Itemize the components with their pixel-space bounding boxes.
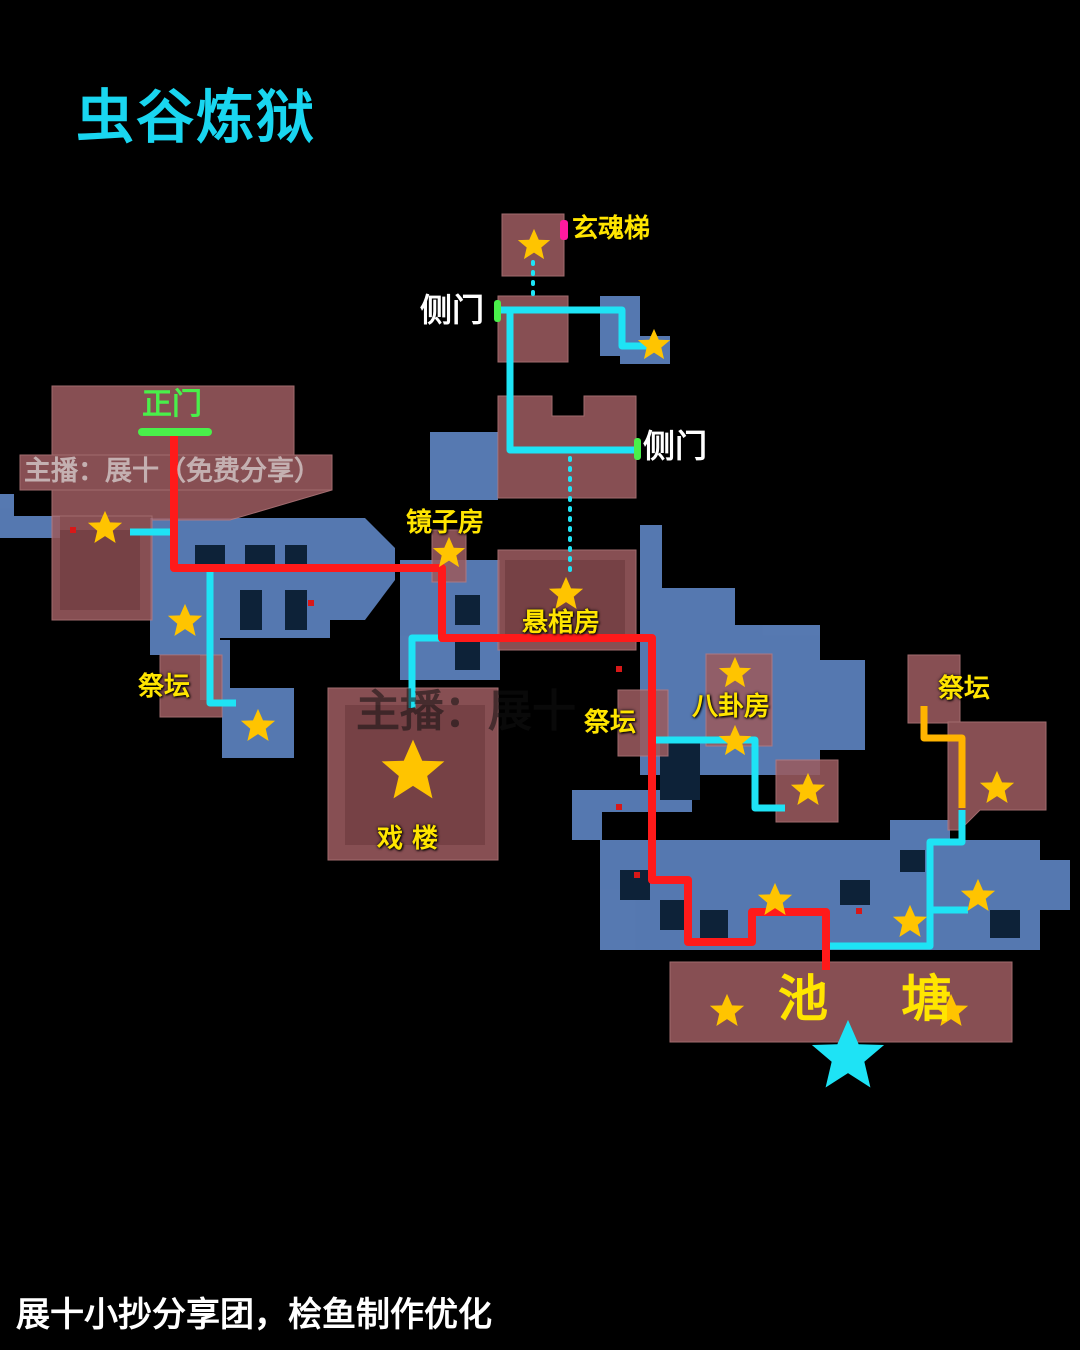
hazard-markers (70, 527, 862, 914)
room-inner (60, 530, 625, 845)
map-title: 虫谷炼狱 (76, 83, 317, 151)
label-pond: 池 塘 (778, 970, 980, 1028)
main-route (170, 432, 830, 970)
watermark: 主播：展十 (356, 686, 576, 737)
label-altar-right: 祭坛 (938, 674, 991, 704)
dotted-links (531, 260, 572, 577)
main-gate-marker (138, 428, 212, 436)
room-bagua-lower (775, 759, 839, 823)
footer-credit: 展十小抄分享团，桧鱼制作优化 (16, 1295, 492, 1335)
label-bagua-room: 八卦房 (692, 692, 771, 722)
corridor-cells (195, 545, 1020, 938)
room-altar-mid (617, 689, 669, 757)
room-altar-right (907, 654, 961, 724)
xuanhunti-marker (560, 220, 568, 240)
label-coffin-room: 悬棺房 (522, 608, 601, 638)
streamer-note: 主播：展十（免费分享） (24, 456, 321, 487)
label-theater: 戏 楼 (377, 824, 439, 854)
side-door-right-marker (634, 438, 641, 460)
room-bagua (705, 653, 773, 747)
label-xuanhunti: 玄魂梯 (572, 214, 651, 244)
label-altar-left: 祭坛 (138, 672, 191, 702)
room-pond (669, 961, 1013, 1043)
label-altar-mid: 祭坛 (584, 708, 637, 738)
label-mirror-room: 镜子房 (406, 508, 485, 538)
label-side-door-right: 侧门 (643, 427, 708, 465)
label-side-door-upper: 侧门 (420, 291, 485, 329)
alt-route (920, 706, 966, 808)
side-routes (130, 306, 968, 950)
label-main-gate: 正门 (142, 387, 202, 422)
side-door-upper-marker (494, 300, 501, 322)
